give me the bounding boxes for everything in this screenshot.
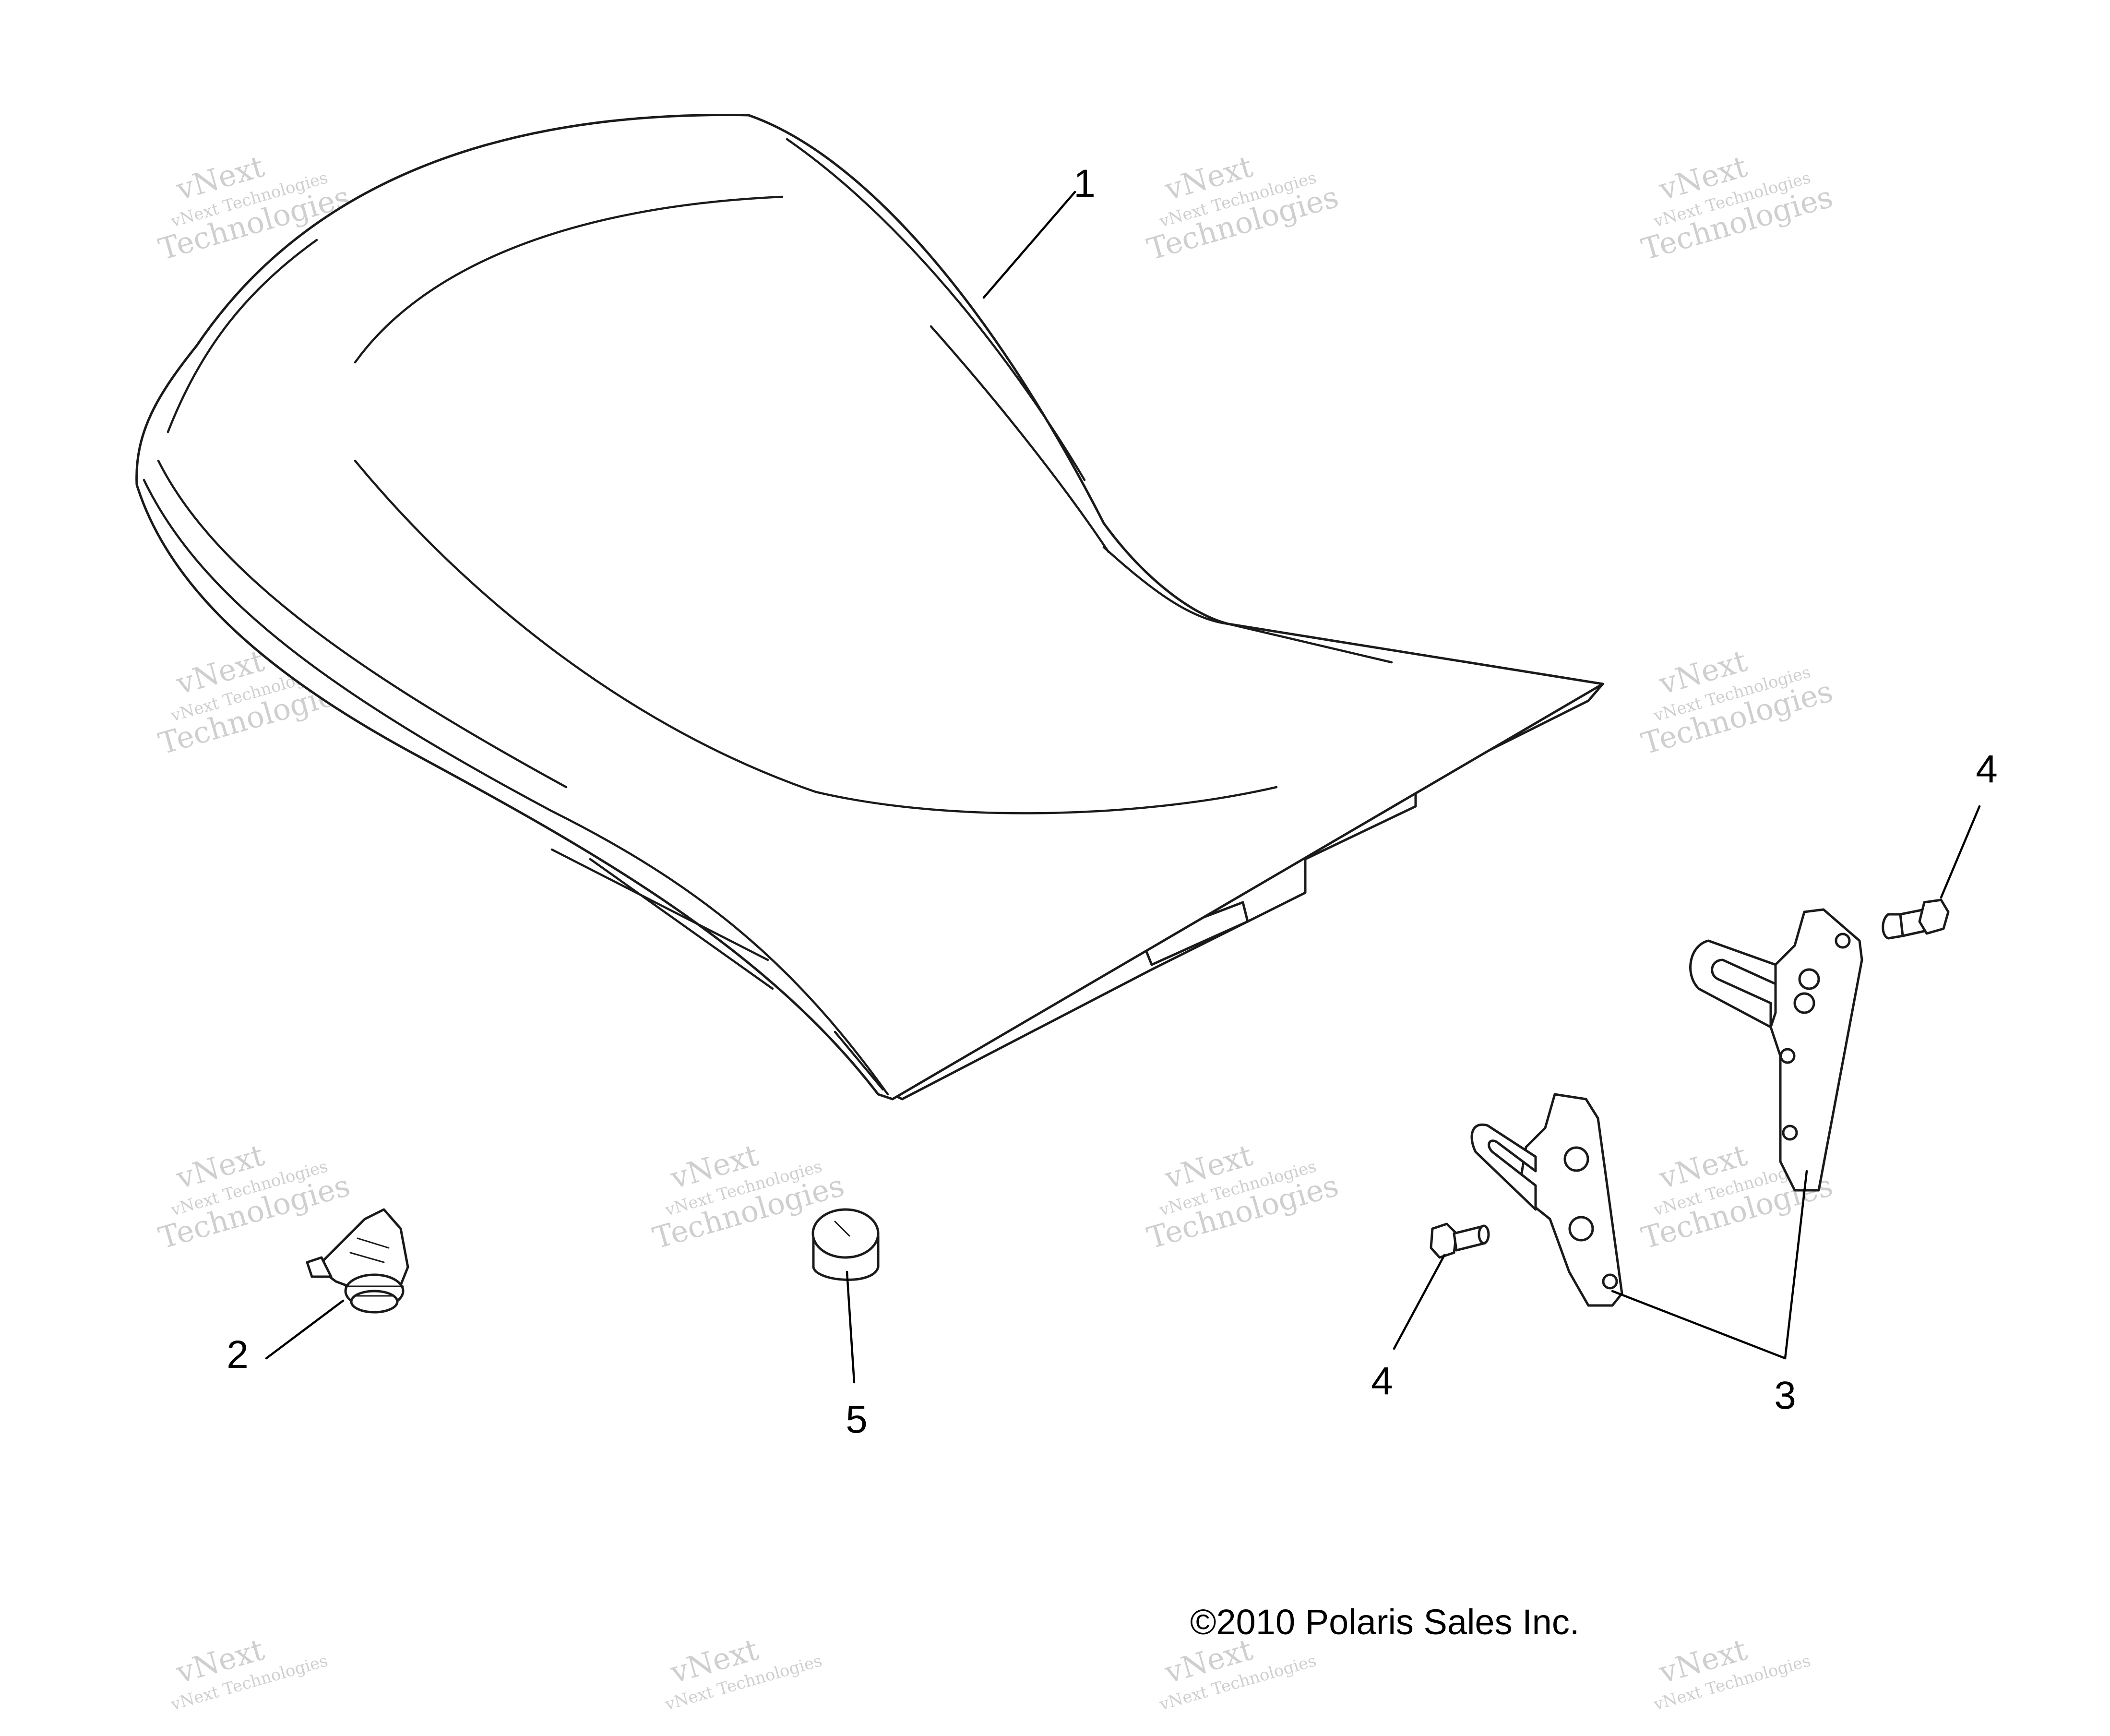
callout-3: 3 <box>1774 1374 1796 1417</box>
watermark: vNext vNext Technologies Technologies <box>1638 149 1837 267</box>
watermark: vNext vNext Technologies Technologies <box>1638 643 1837 761</box>
bolt-part-lower[interactable] <box>1430 1222 1490 1259</box>
seat-top-contour <box>354 195 784 364</box>
watermark: vNext vNext Technologies <box>168 1632 330 1714</box>
callout-1: 1 <box>1073 162 1096 205</box>
watermark: vNext vNext Technologies <box>663 1632 824 1714</box>
hinge-bracket-upper[interactable] <box>1689 908 1863 1192</box>
bolt-part-upper[interactable] <box>1882 898 1950 940</box>
watermark: vNext vNext Technologies Technologies <box>1144 1137 1343 1256</box>
seat-part[interactable] <box>135 114 1604 1101</box>
bumper-part[interactable] <box>811 1208 880 1281</box>
callout-5: 5 <box>846 1398 868 1441</box>
callout-labels: 1 2 3 4 4 5 <box>226 162 1998 1441</box>
seat-cushion <box>135 114 1604 1101</box>
callout-2: 2 <box>226 1333 249 1377</box>
watermark: vNext vNext Technologies <box>1651 1632 1813 1714</box>
callout-4-upper: 4 <box>1976 747 1998 791</box>
hinge-bracket-lower[interactable] <box>1470 1093 1623 1307</box>
leader-lines <box>265 191 1981 1384</box>
watermark: vNext vNext Technologies Technologies <box>1144 149 1343 267</box>
copyright-text: ©2010 Polaris Sales Inc. <box>1190 1602 1579 1642</box>
latch-clip-part[interactable] <box>306 1208 409 1314</box>
callout-4-lower: 4 <box>1371 1359 1393 1403</box>
watermark: vNext vNext Technologies Technologies <box>155 1137 354 1256</box>
